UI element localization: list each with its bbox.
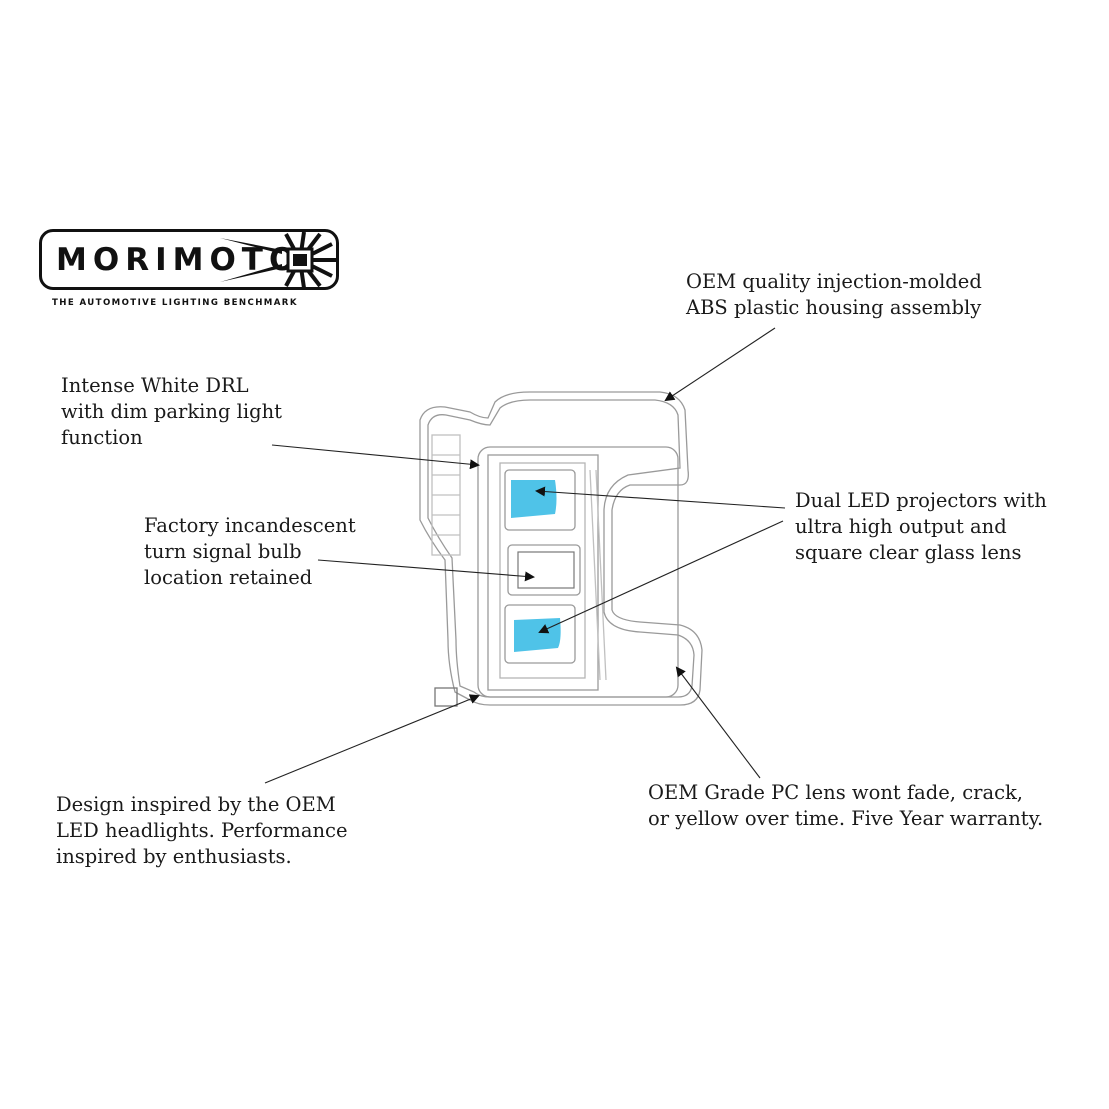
callout-turn-signal: Factory incandescent turn signal bulb lo…	[144, 513, 356, 591]
arrow-projector-upper	[535, 486, 786, 509]
turn-signal-bulb	[517, 551, 575, 589]
callout-projectors: Dual LED projectors with ultra high outp…	[795, 488, 1047, 566]
headlight-housing	[419, 391, 703, 707]
callout-housing: OEM quality injection-molded ABS plastic…	[686, 269, 982, 321]
arrow-projector-lower	[538, 520, 784, 634]
callout-line: ABS plastic housing assembly	[686, 296, 982, 319]
projector-lens-lower	[514, 618, 561, 652]
arrow-lens	[675, 666, 761, 779]
arrow-turn-signal	[317, 559, 535, 582]
logo-sunburst-icon	[220, 232, 336, 288]
callout-line: Factory incandescent	[144, 514, 356, 537]
callout-line: OEM Grade PC lens wont fade, crack,	[648, 781, 1024, 804]
arrow-design	[264, 694, 480, 784]
projector-lens-upper	[511, 480, 557, 518]
arrow-drl	[271, 444, 480, 470]
callout-line: inspired by enthusiasts.	[56, 845, 292, 868]
callout-line: Dual LED projectors with	[795, 489, 1047, 512]
logo-tagline: THE AUTOMOTIVE LIGHTING BENCHMARK	[52, 298, 298, 308]
callout-line: square clear glass lens	[795, 541, 1022, 564]
callout-line: OEM quality injection-molded	[686, 270, 982, 293]
callout-line: Intense White DRL	[61, 374, 249, 397]
callout-drl: Intense White DRL with dim parking light…	[61, 373, 282, 451]
callout-lens: OEM Grade PC lens wont fade, crack, or y…	[648, 780, 1043, 832]
callout-design: Design inspired by the OEM LED headlight…	[56, 792, 348, 870]
arrow-housing	[664, 327, 776, 402]
callout-line: location retained	[144, 566, 313, 589]
callout-line: or yellow over time. Five Year warranty.	[648, 807, 1044, 830]
callout-line: Design inspired by the OEM	[56, 793, 336, 816]
callout-line: LED headlights. Performance	[56, 819, 348, 842]
callout-line: with dim parking light	[61, 400, 283, 423]
callout-line: ultra high output and	[795, 515, 1007, 538]
logo-frame	[39, 229, 339, 290]
callout-line: turn signal bulb	[144, 540, 302, 563]
callout-line: function	[61, 426, 143, 449]
